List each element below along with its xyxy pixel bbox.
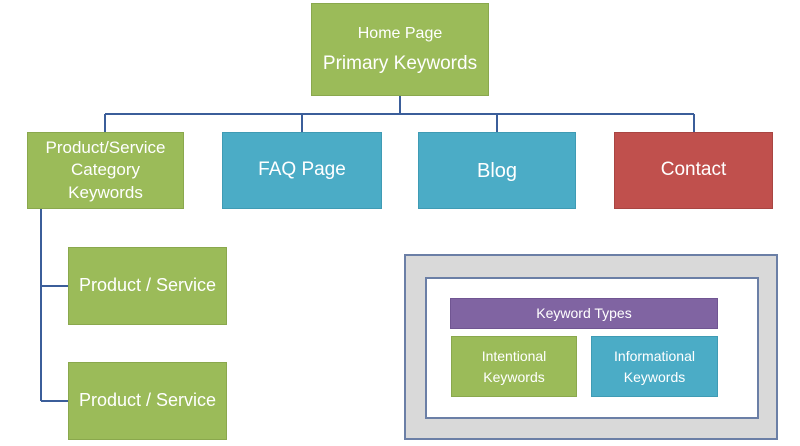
informational-keywords-box: Informational Keywords <box>591 336 718 397</box>
informational-keywords-label: Informational Keywords <box>614 348 695 385</box>
faq-page-box: FAQ Page <box>222 132 382 209</box>
keyword-types-label: Keyword Types <box>536 305 632 322</box>
category-keywords-box: Product/Service Category Keywords <box>27 132 184 209</box>
intentional-keywords-label: Intentional Keywords <box>481 348 547 385</box>
keyword-types-box: Keyword Types <box>450 298 718 329</box>
home-page-label: Home Page <box>357 24 443 42</box>
product-service-label-2: Product / Service <box>78 390 217 411</box>
home-page-box: Home Page Primary Keywords <box>311 3 489 96</box>
intentional-keywords-box: Intentional Keywords <box>451 336 577 397</box>
primary-keywords-label: Primary Keywords <box>322 52 478 74</box>
category-keywords-label: Product/Service Category Keywords <box>45 138 166 202</box>
product-service-box-2: Product / Service <box>68 362 227 440</box>
blog-box: Blog <box>418 132 576 209</box>
contact-box: Contact <box>614 132 773 209</box>
product-service-box-1: Product / Service <box>68 247 227 325</box>
faq-page-label: FAQ Page <box>258 159 346 181</box>
blog-label: Blog <box>476 159 518 182</box>
product-service-label-1: Product / Service <box>78 275 217 296</box>
contact-label: Contact <box>660 159 727 181</box>
